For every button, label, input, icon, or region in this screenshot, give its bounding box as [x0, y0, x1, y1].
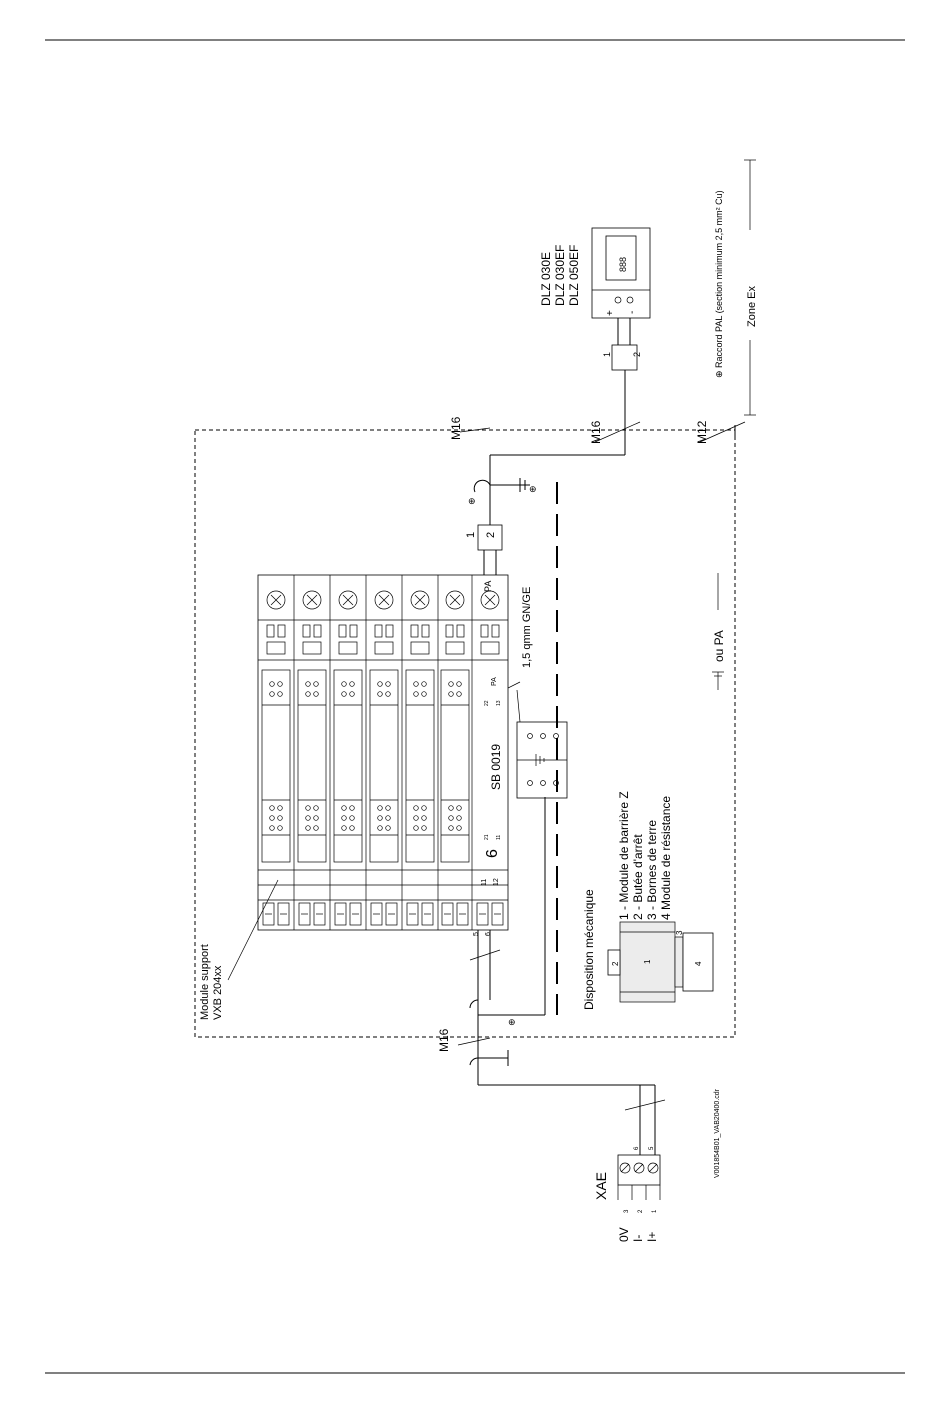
- terminal-22: 22: [484, 700, 490, 706]
- zone-ex-label: Zone Ex: [746, 286, 758, 327]
- display-model-2: DLZ 030EF: [553, 245, 567, 306]
- ground-wire-label: 1,5 qmm GN/GE: [521, 587, 533, 668]
- terminal-13: 13: [496, 700, 502, 706]
- barrier-module: [261, 669, 291, 863]
- terminal-21: 21: [484, 834, 490, 840]
- module-support-label-1: Module support: [199, 944, 211, 1020]
- legend-item-1: 1 - Module de barrière Z: [617, 791, 631, 920]
- screw-icon: [338, 590, 358, 610]
- screw-icon: [374, 590, 394, 610]
- xae-pin-2: 2: [638, 1209, 644, 1213]
- barrier-module: [297, 669, 327, 863]
- pa-terminal-label: PA: [483, 581, 493, 592]
- barrier-pa-label: PA: [491, 677, 498, 686]
- display-wire-2: 2: [632, 352, 642, 357]
- barrier-modules: [261, 624, 504, 926]
- wire-label-2: 2: [485, 532, 497, 538]
- legend-item-3: 3 - Bornes de terre: [645, 820, 659, 920]
- screw-icon: [480, 590, 500, 610]
- wire-label-1: 1: [465, 532, 477, 538]
- xae-label-i-plus: I+: [645, 1232, 659, 1242]
- fig-label-4: 4: [694, 961, 703, 966]
- screw-icon: [410, 590, 430, 610]
- ou-pa-label: ou PA: [712, 630, 726, 662]
- terminal-11: 11: [481, 879, 488, 886]
- xae-title: XAE: [593, 1172, 609, 1200]
- barrier-module: [440, 669, 470, 863]
- display-model-1: DLZ 030E: [539, 252, 553, 306]
- xae-pin-1: 1: [652, 1209, 658, 1213]
- barrier-module: [369, 669, 399, 863]
- pal-connection-note: ⊕ Raccord PAL (section minimum 2,5 mm² C…: [714, 190, 724, 378]
- terminal-12: 12: [493, 878, 500, 886]
- legend-title: Disposition mécanique: [582, 889, 596, 1010]
- barrier-module: [333, 669, 363, 863]
- fig-label-3: 3: [675, 930, 684, 935]
- xae-wire-5: 5: [649, 1146, 655, 1150]
- module-support-rail: [257, 574, 509, 931]
- ground-terminal-block: [516, 721, 568, 799]
- module-support-label-2: VXB 204xx: [212, 965, 224, 1020]
- svg-text:⊕: ⊕: [508, 1017, 516, 1027]
- fig-label-2: 2: [611, 961, 620, 966]
- file-reference: V001854B01_VAB20400.cdr: [714, 1088, 721, 1178]
- xae-label-i-minus: I-: [631, 1235, 645, 1242]
- display-minus: -: [627, 311, 638, 314]
- wire-6: 6: [485, 932, 492, 936]
- xae-label-0v: 0V: [617, 1227, 631, 1242]
- wire-5: 5: [473, 932, 480, 936]
- barrier-number: 6: [484, 849, 501, 858]
- xae-wire-6: 6: [634, 1146, 640, 1150]
- display-device: 888 + -: [591, 227, 651, 319]
- fig-label-1: 1: [643, 959, 652, 964]
- wiring: ⊕ ⊕ ⊕: [457, 159, 756, 1155]
- cable-m16-left: M16: [437, 1028, 451, 1052]
- legend-item-2: 2 - Butée d'arrêt: [631, 834, 645, 920]
- xae-connector: [617, 1154, 661, 1200]
- ex-zone-border: [194, 429, 736, 1038]
- terminal-11-inner: 11: [496, 835, 502, 840]
- display-segments: 888: [618, 257, 628, 272]
- legend-item-4: 4 Module de résistance: [659, 796, 673, 920]
- display-wire-1: 1: [602, 352, 612, 357]
- cable-m16-mid: M16: [589, 420, 603, 444]
- screw-icon: [302, 590, 322, 610]
- barrier-module: [405, 669, 435, 863]
- svg-text:⊕: ⊕: [468, 496, 476, 506]
- screw-icon: [445, 590, 465, 610]
- barrier-model: SB 0019: [489, 744, 503, 790]
- xae-pin-3: 3: [624, 1209, 630, 1213]
- display-model-3: DLZ 050EF: [567, 245, 581, 306]
- svg-text:⊕: ⊕: [529, 484, 537, 494]
- cable-m12: M12: [695, 420, 709, 444]
- display-plus: +: [605, 310, 616, 316]
- screw-icon: [266, 590, 286, 610]
- cable-m16-top: M16: [449, 416, 463, 440]
- mechanical-layout-figure: [607, 921, 714, 1003]
